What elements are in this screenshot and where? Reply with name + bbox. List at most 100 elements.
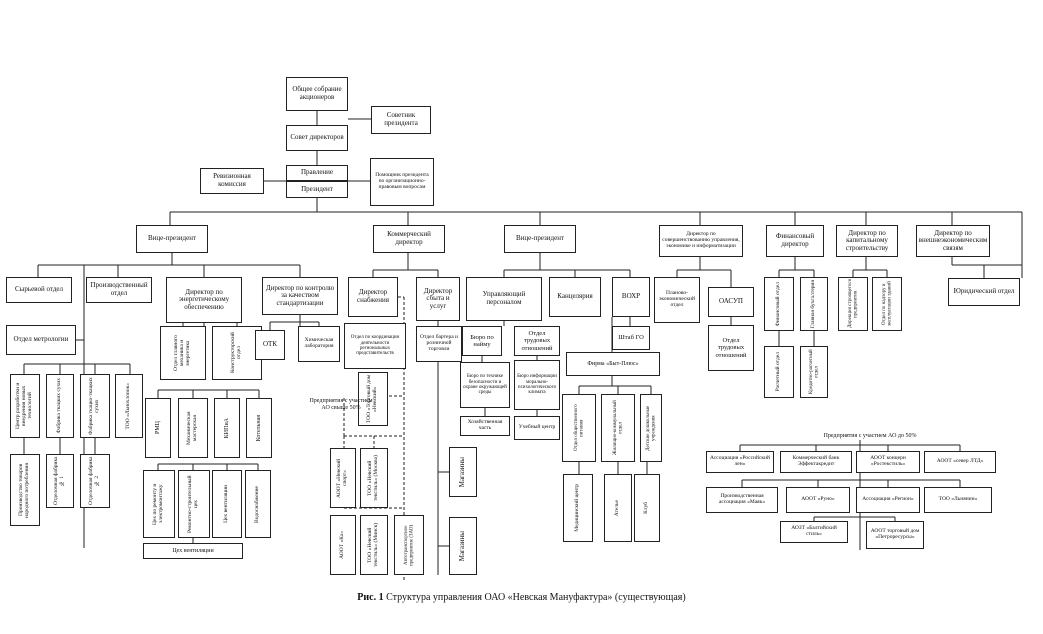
unit-atelier: Ателье bbox=[604, 474, 632, 542]
unit-label: РМЦ bbox=[154, 421, 161, 435]
unit-safety-bureau: Бюро по технике безопасности и охране ок… bbox=[460, 362, 510, 408]
unit-commercial-director: Коммерческий директор bbox=[373, 225, 445, 253]
unit-label: Финансовый отдел bbox=[775, 281, 782, 327]
unit-label: Президент bbox=[301, 184, 333, 193]
unit-vohr: ВОХР bbox=[612, 277, 650, 317]
unit-too-moscow: ТОО «Невский текстиль» (Москва) bbox=[360, 448, 388, 508]
unit-label: Помощник президента по организационно-пр… bbox=[375, 172, 429, 190]
unit-label: Фабрика ткацко-ткацких сухих bbox=[88, 377, 100, 435]
unit-label: ВОХР bbox=[621, 292, 641, 301]
unit-too-minsk: ТОО «Невский текстиль» (Минск) bbox=[360, 515, 388, 575]
unit-label: Ремонтно-строительный цех bbox=[187, 475, 199, 533]
unit-label: АООТ «север ЛТД» bbox=[936, 458, 984, 465]
unit-chancellery: Канцелярия bbox=[549, 277, 601, 317]
unit-label: Учебный центр bbox=[518, 424, 556, 431]
unit-label: Директор по энергетическому обеспечению bbox=[178, 287, 230, 311]
unit-label: Отдел по координации деятельности регион… bbox=[350, 335, 400, 357]
unit-chief-mechanic: Отдел главного механика и энергетика bbox=[160, 326, 206, 380]
unit-label: АООТ «Ка» bbox=[339, 531, 346, 559]
unit-assoc-region: Ассоциация «Регион» bbox=[856, 487, 920, 513]
unit-ventilation-shop: Цех вентиляции bbox=[212, 470, 242, 538]
unit-label: КИПиА bbox=[223, 417, 230, 439]
unit-fire-shop: Цех вентиляции bbox=[143, 543, 243, 559]
unit-label: Управляющий персоналом bbox=[482, 290, 526, 306]
unit-legal-dept: Юридический отдел bbox=[948, 278, 1020, 306]
unit-label: Детские дошкольные учреждения bbox=[645, 405, 656, 451]
unit-label: Расчетный отдел bbox=[775, 352, 782, 392]
unit-aoot-sever: АООТ «север ЛТД» bbox=[924, 451, 996, 473]
unit-capital-construction-director: Директор по капитальному строительству bbox=[836, 225, 898, 257]
unit-board: Совет директоров bbox=[286, 125, 348, 151]
unit-label: Ревизионная комиссия bbox=[213, 172, 251, 188]
unit-label: Отдел трудовых отношений bbox=[521, 330, 553, 352]
unit-shops2: Магазины bbox=[449, 517, 477, 575]
unit-sales-director: Директор сбыта и услуг bbox=[416, 277, 460, 321]
unit-label: ОТК bbox=[263, 340, 277, 349]
unit-label: Дирекция строящегося предприятия bbox=[847, 279, 858, 329]
unit-label: Бюро по технике безопасности и охране ок… bbox=[463, 374, 507, 396]
unit-kindergarten: Детские дошкольные учреждения bbox=[640, 394, 662, 462]
unit-aoot-nevsky: АООТ «Невский спорт» bbox=[330, 448, 356, 508]
unit-kipia: КИПиА bbox=[214, 398, 240, 458]
figure-caption: Рис. 1 Структура управления ОАО «Невская… bbox=[0, 592, 1043, 603]
unit-label: Медицинский центр bbox=[574, 484, 581, 532]
unit-label: Автотранспортное предприятие (ЗАО) bbox=[403, 524, 414, 566]
unit-label: Фабрика ткацких сухих bbox=[56, 378, 63, 434]
unit-label: Производство товаров народного потреблен… bbox=[18, 462, 30, 518]
unit-label: Директор по контролю за качеством станда… bbox=[265, 283, 335, 307]
unit-planning-dept: Планово-экономический отдел bbox=[654, 277, 700, 323]
unit-label: Цех по ремонту и электромонтажу bbox=[152, 483, 164, 525]
unit-supply-director: Директор снабжения bbox=[348, 277, 398, 317]
unit-repair-construction: Ремонтно-строительный цех bbox=[178, 470, 210, 538]
unit-auto-transport: Автотранспортное предприятие (ЗАО) bbox=[394, 515, 424, 575]
unit-settlement-dept: Расчетный отдел bbox=[764, 346, 794, 398]
unit-electric-workshop: Цех по ремонту и электромонтажу bbox=[143, 470, 175, 538]
unit-label: Механическая мастерская bbox=[186, 411, 198, 445]
unit-label: Директор снабжения bbox=[357, 288, 389, 304]
unit-label: ТОО «Невский текстиль» (Москва) bbox=[367, 455, 379, 501]
caption-label: Рис. 1 bbox=[357, 592, 384, 603]
unit-legal-assistant: Помощник президента по организационно-пр… bbox=[370, 158, 434, 206]
unit-energy-director: Директор по энергетическому обеспечению bbox=[166, 277, 242, 323]
unit-trade-house: ТОО «Торговый дом «Невский» bbox=[358, 372, 388, 426]
unit-tech-dev-center: Центр разработки и внедрения новых техно… bbox=[10, 374, 40, 438]
unit-label: Совет директоров bbox=[290, 133, 344, 142]
unit-label: Коммерческий директор bbox=[387, 230, 431, 246]
unit-label: ТОО «Невский текстиль» (Минск) bbox=[367, 522, 379, 568]
caption-text: Структура управления ОАО «Невская Мануфа… bbox=[386, 592, 686, 603]
unit-firm-byt: Фирма «Быт-Плюс» bbox=[566, 352, 660, 376]
unit-vp-personnel: Вице-президент bbox=[504, 225, 576, 253]
unit-label: Отдел главного механика и энергетика bbox=[173, 335, 191, 371]
unit-financial-director: Финансовый директор bbox=[766, 225, 824, 257]
unit-president: Президент bbox=[286, 181, 348, 198]
unit-training-center: Учебный центр bbox=[514, 416, 560, 440]
unit-label: ТОО «Льнянин» bbox=[938, 496, 978, 503]
unit-label: АООТ концерн «Ростекстиль» bbox=[870, 455, 906, 467]
unit-boiler: Котельная bbox=[246, 398, 272, 458]
unit-label: Отдел бартера и розничной торговли bbox=[420, 334, 458, 352]
unit-label: Хозяйственная часть bbox=[467, 419, 503, 431]
unit-fabric-shop: Фабрика ткацких сухих bbox=[46, 374, 74, 438]
unit-accounting: Главная бухгалтерия bbox=[800, 277, 828, 331]
unit-foreign-relations-director: Директор по внешнеэкономическим связям bbox=[916, 225, 990, 257]
unit-label: Отдел общественного питания bbox=[573, 404, 584, 452]
unit-mech-workshop: Механическая мастерская bbox=[178, 398, 208, 458]
unit-aoot-trading-house: АООТ торговый дом «Петроресурсы» bbox=[866, 521, 924, 549]
unit-estate-dept: Отдел по надзору и эксплуатации зданий bbox=[872, 277, 902, 331]
unit-label: Цех вентиляции bbox=[172, 547, 214, 554]
unit-label: Советник президента bbox=[384, 111, 418, 127]
unit-label: Директор по совершенствованию управления… bbox=[662, 231, 740, 249]
unit-labor-dept: Отдел трудовых отношений bbox=[708, 325, 754, 371]
unit-label: Цех вентиляции bbox=[223, 485, 230, 523]
unit-label: Водоснабжение bbox=[254, 485, 261, 523]
unit-president-advisor: Советник президента bbox=[371, 106, 431, 134]
unit-label: АООТ торговый дом «Петроресурсы» bbox=[870, 528, 920, 540]
unit-label: Отделочная фабрика № 2 bbox=[88, 456, 100, 506]
unit-otk: ОТК bbox=[255, 330, 285, 360]
unit-label: Вице-президент bbox=[515, 234, 565, 243]
unit-label: Производственная ассоциация «Маяк» bbox=[718, 493, 766, 505]
partners-note: Предприятия с участием АО до 50% bbox=[823, 433, 917, 439]
unit-barter-dept: Отдел бартера и розничной торговли bbox=[416, 326, 462, 362]
unit-too-lvyanin: ТОО «Льнянин» bbox=[924, 487, 992, 513]
